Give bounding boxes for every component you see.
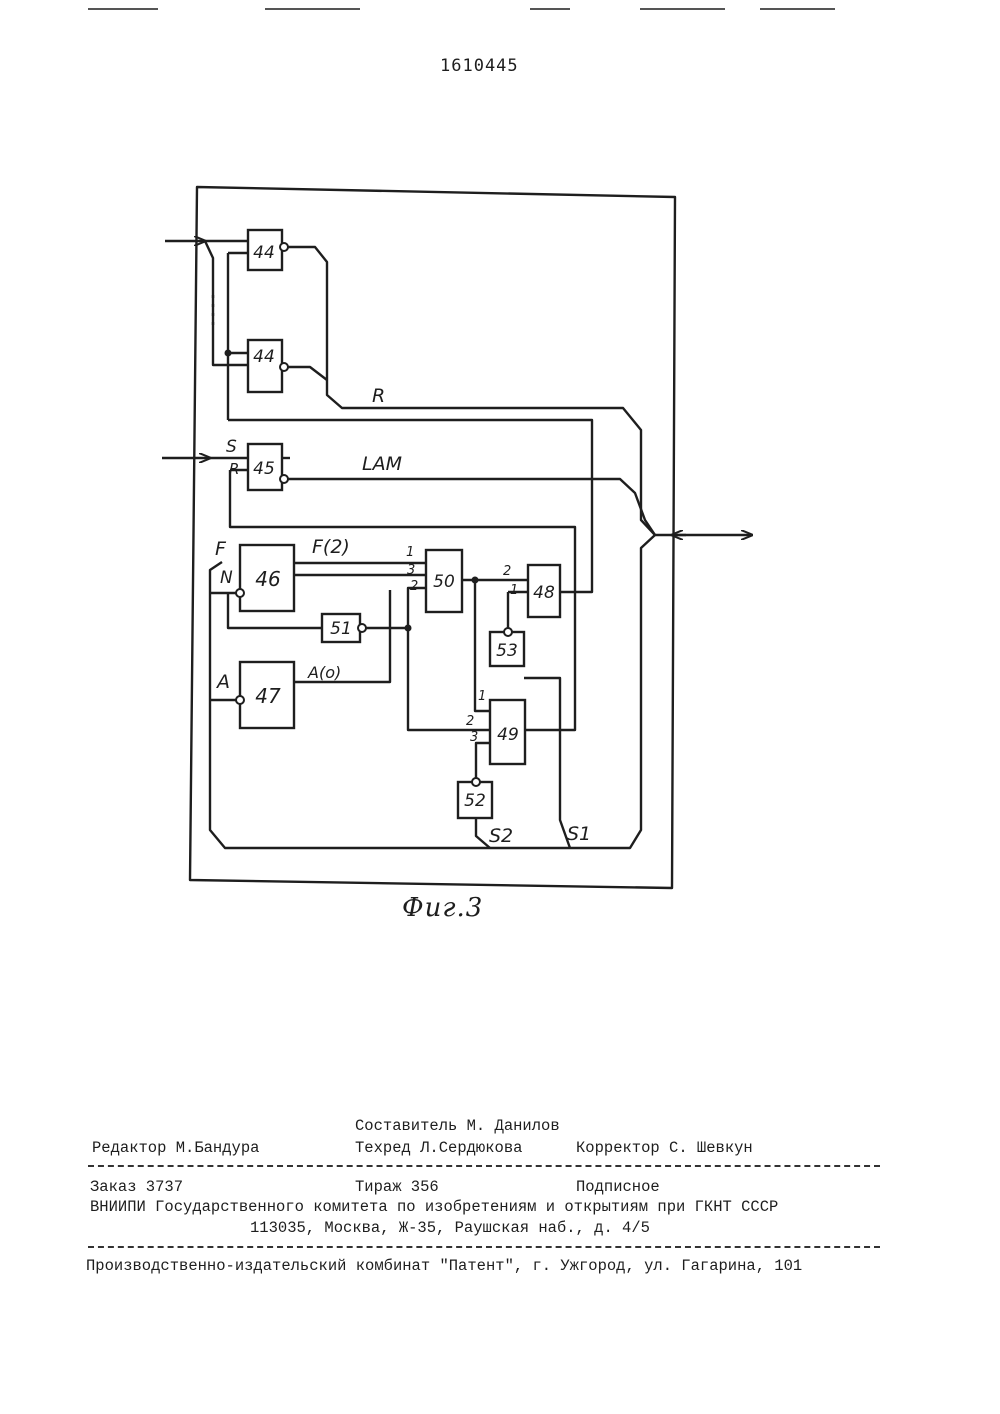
signal-a: A xyxy=(215,671,230,693)
signal-s2: S2 xyxy=(489,825,513,847)
label-45: 45 xyxy=(253,459,275,479)
label-50: 50 xyxy=(433,572,455,592)
signal-a0: A(o) xyxy=(307,663,341,682)
circuit-diagram: 44 44 45 46 47 50 51 48 53 49 52 R LAM S… xyxy=(0,0,1000,1000)
composer-line: Составитель М. Данилов xyxy=(355,1117,560,1135)
label-46: 46 xyxy=(255,567,280,591)
label-52: 52 xyxy=(464,791,486,811)
label-49: 49 xyxy=(497,725,519,745)
pin-49-3: 3 xyxy=(470,730,478,745)
institute-line: ВНИИПИ Государственного комитета по изоб… xyxy=(90,1198,778,1216)
label-44-top: 44 xyxy=(253,243,275,263)
label-51: 51 xyxy=(330,619,352,639)
order-line: Заказ 3737 xyxy=(90,1178,183,1196)
signal-lam: LAM xyxy=(362,453,402,475)
corrector-line: Корректор С. Шевкун xyxy=(576,1139,753,1157)
circulation-line: Тираж 356 xyxy=(355,1178,439,1196)
signal-f2: F(2) xyxy=(312,536,350,558)
outer-frame xyxy=(190,187,675,888)
signal-r-45: R xyxy=(229,460,239,478)
pin-48-1: 1 xyxy=(510,583,518,598)
editor-line: Редактор М.Бандура xyxy=(92,1139,259,1157)
pin-49-2: 2 xyxy=(466,714,474,729)
signal-f: F xyxy=(215,538,227,560)
divider xyxy=(88,1165,880,1167)
pin-48-2: 2 xyxy=(503,564,511,579)
signal-r: R xyxy=(372,385,385,407)
label-44-bottom: 44 xyxy=(253,347,275,367)
divider xyxy=(88,1246,880,1248)
signal-n: N xyxy=(220,568,233,588)
label-48: 48 xyxy=(533,583,555,603)
figure-caption: Фиг.3 xyxy=(402,893,483,923)
subscription-line: Подписное xyxy=(576,1178,660,1196)
label-47: 47 xyxy=(255,684,281,708)
signal-s1: S1 xyxy=(567,823,591,845)
pin-50-3: 3 xyxy=(407,563,415,578)
pin-49-1: 1 xyxy=(478,689,486,704)
address-line: 113035, Москва, Ж-35, Раушская наб., д. … xyxy=(250,1219,650,1237)
label-53: 53 xyxy=(496,641,518,661)
signal-s: S xyxy=(226,437,237,457)
pin-50-1: 1 xyxy=(406,545,414,560)
pin-50-2: 2 xyxy=(410,579,418,594)
printer-line: Производственно-издательский комбинат "П… xyxy=(86,1257,802,1275)
techred-line: Техред Л.Сердюкова xyxy=(355,1139,522,1157)
